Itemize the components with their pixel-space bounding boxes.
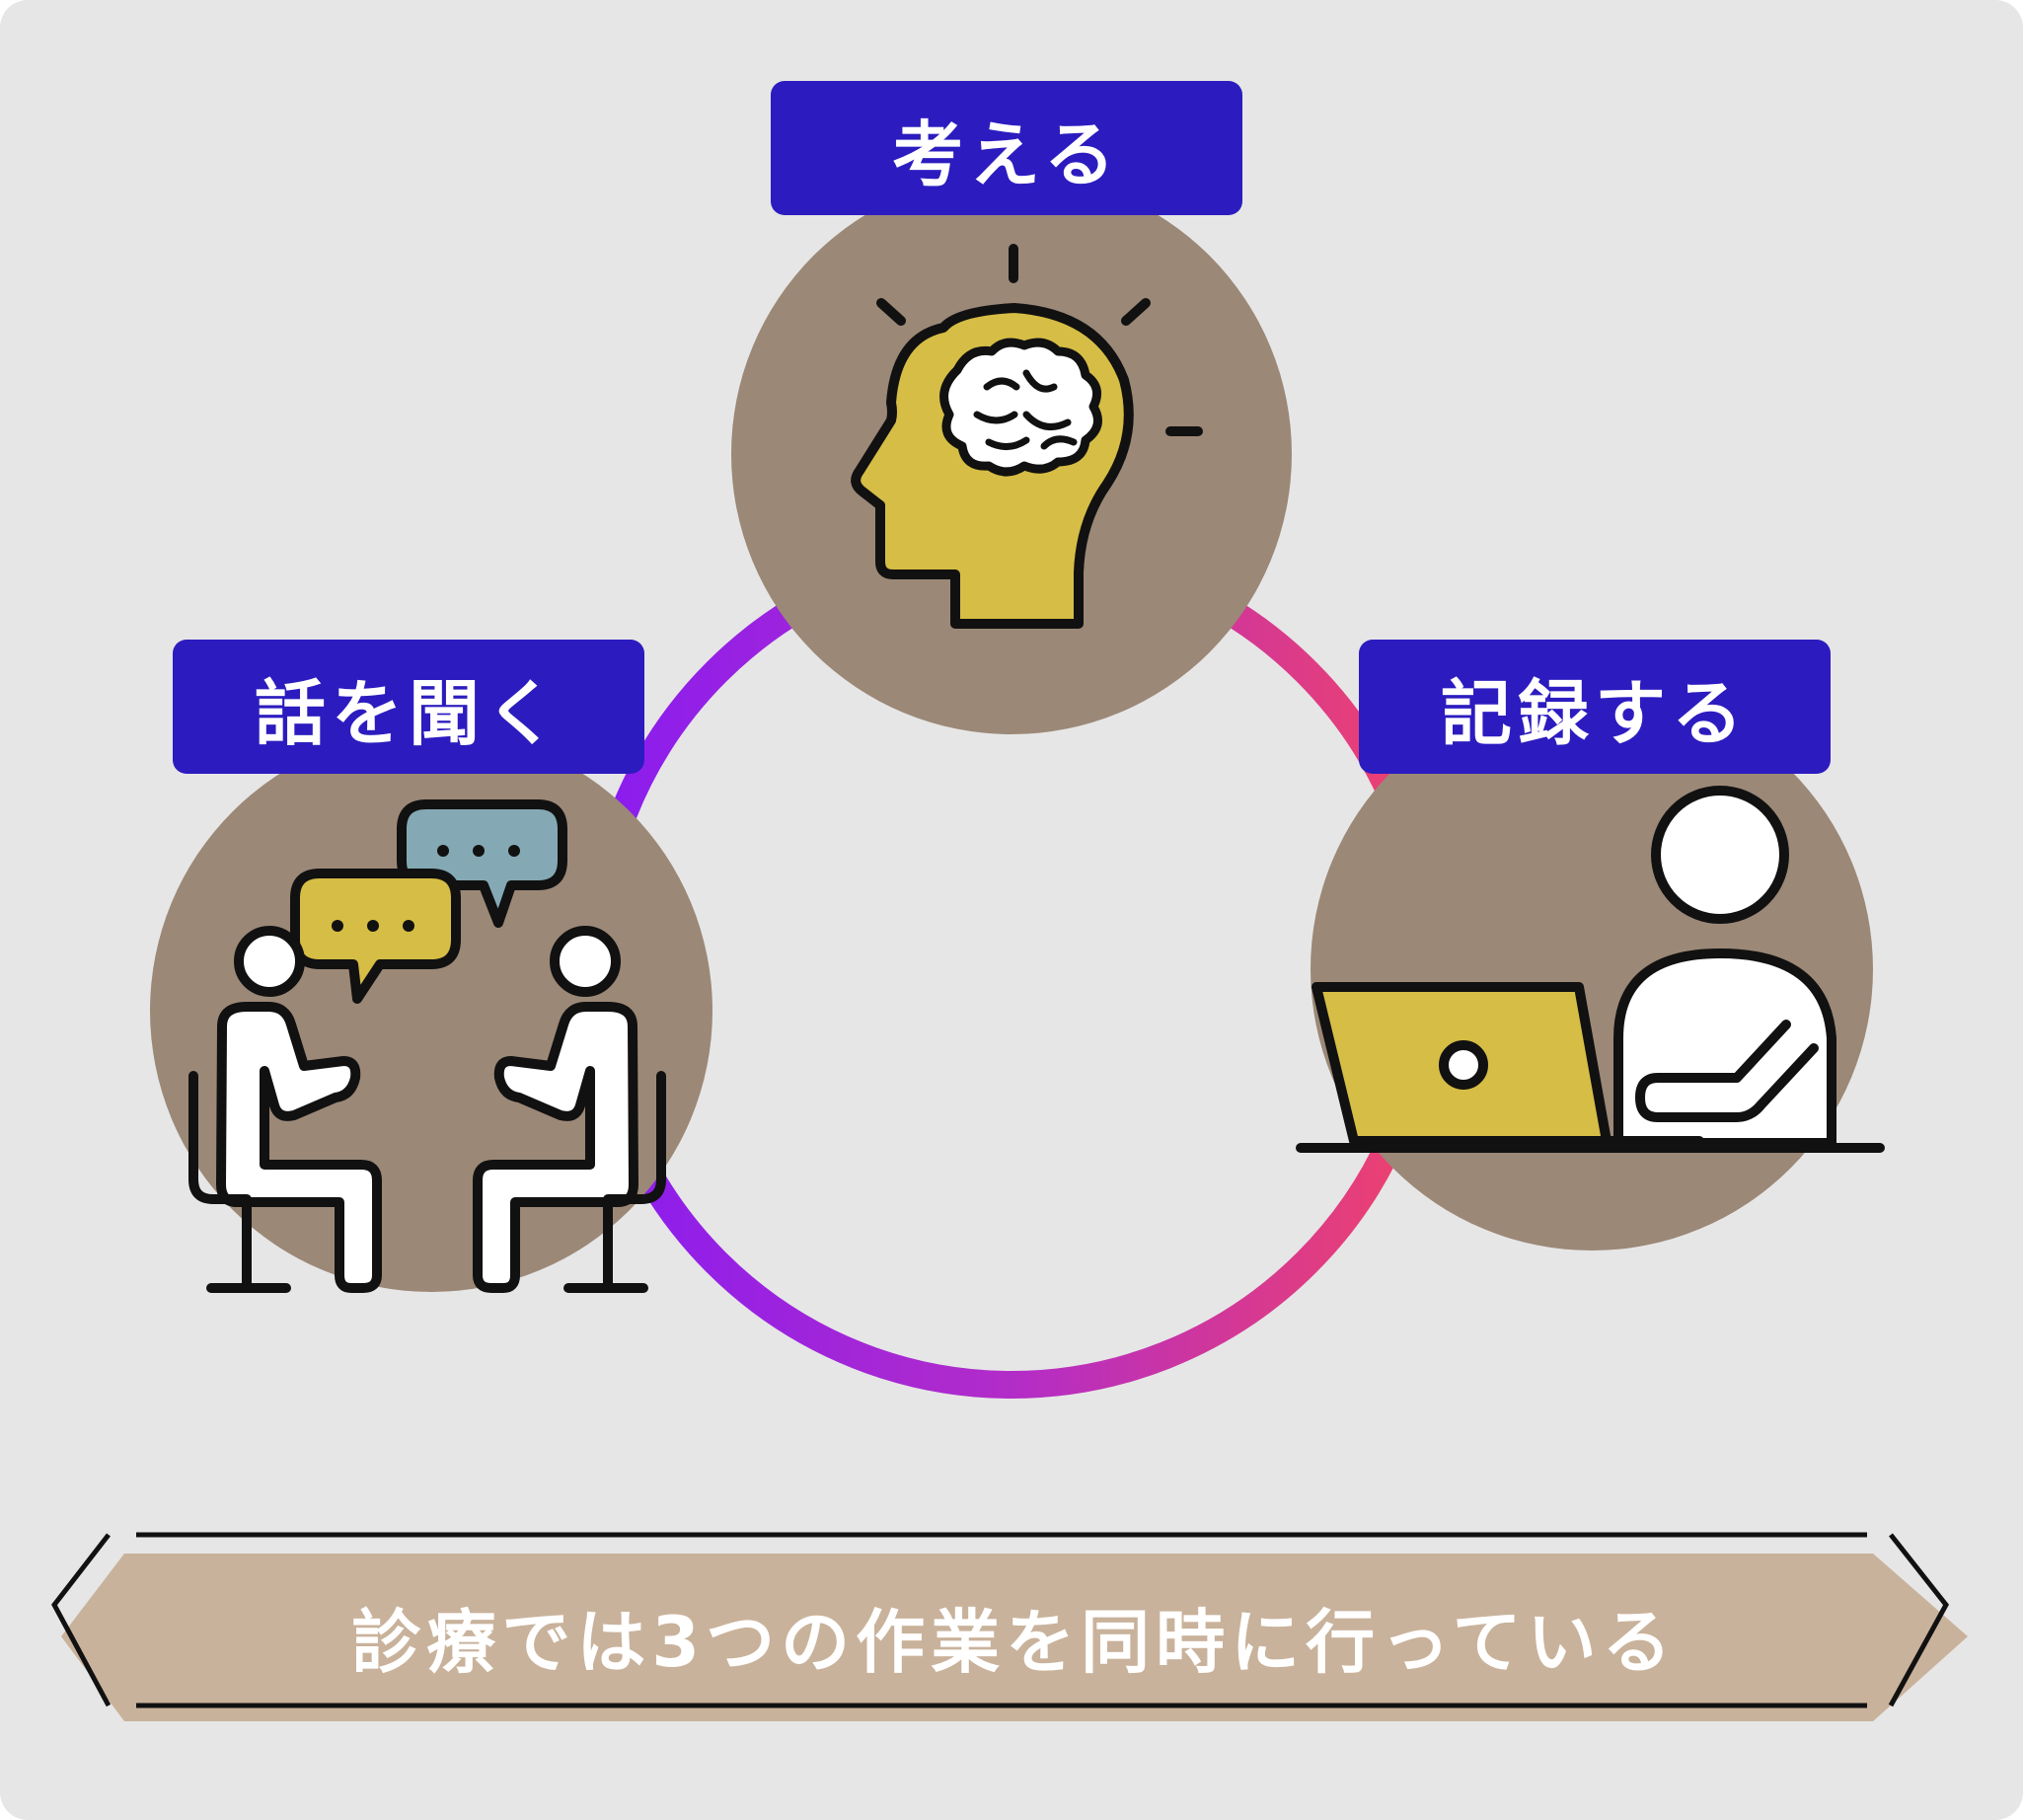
summary-banner-text: 診療では3つの作業を同時に行っている [351,1601,1678,1683]
two-people-talking-icon [188,799,666,1293]
head-with-brain-icon [851,244,1203,629]
label-listen: 話を聞く [173,640,644,774]
label-think: 考える [771,81,1242,215]
label-record-text: 記録する [1440,671,1749,755]
summary-banner-shape [51,1532,1968,1721]
person-at-laptop-icon [1296,786,1885,1153]
summary-banner: 診療では3つの作業を同時に行っている [47,1573,1982,1700]
label-listen-text: 話を聞く [254,671,562,755]
listen-node-circle [150,729,712,1292]
label-record: 記録する [1359,640,1831,774]
label-think-text: 考える [892,113,1121,196]
